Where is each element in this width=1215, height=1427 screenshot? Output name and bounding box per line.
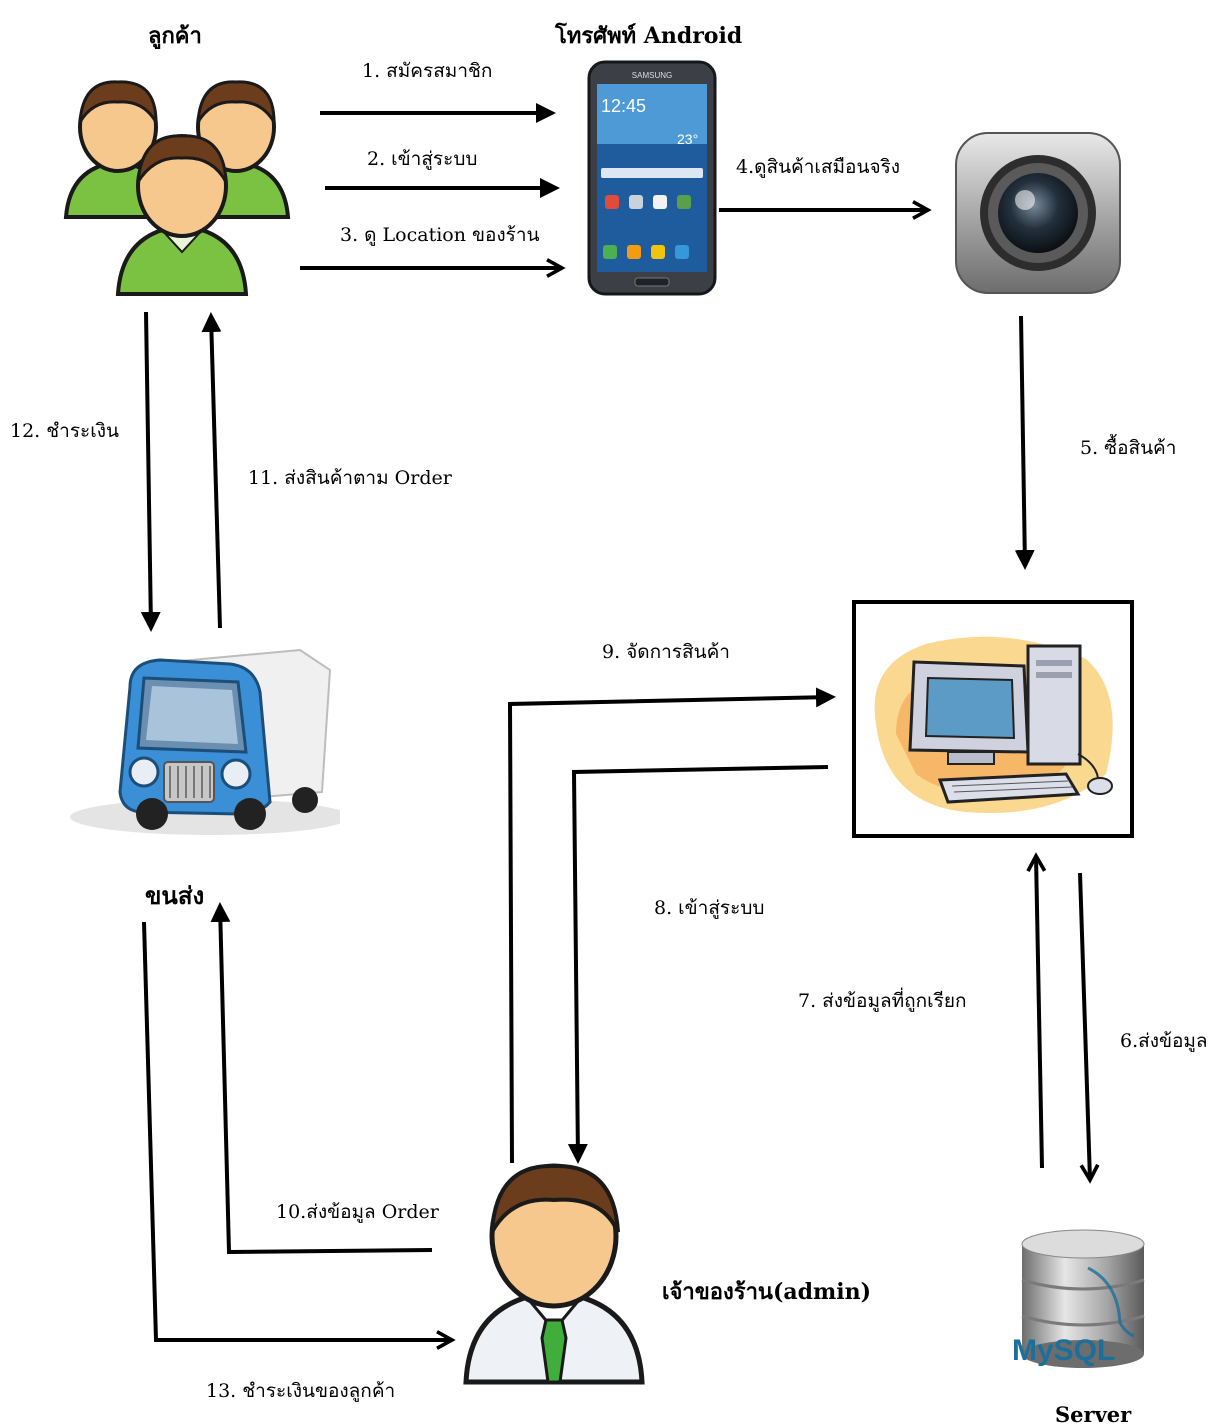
edge-6-label: 6.ส่งข้อมูล [1120,1030,1208,1052]
customer-group-icon [63,80,291,296]
edge-1-label: 1. สมัครสมาชิก [362,60,493,82]
edge-12-label: 12. ชำระเงิน [10,420,119,442]
phone-brand-text: SAMSUNG [632,71,672,80]
phone-title: โทรศัพท์ Android [555,23,743,49]
mysql-database-icon: MySQL [1012,1229,1145,1368]
edge-10-label: 10.ส่งข้อมูล Order [276,1201,439,1223]
edge-9-label: 9. จัดการสินค้า [602,641,730,663]
edge-3-label: 3. ดู Location ของร้าน [340,224,540,246]
server-title: Server [1055,1402,1132,1427]
customer-title: ลูกค้า [148,23,202,49]
edge-5-label: 5. ซื้อสินค้า [1080,437,1177,459]
edge-12-arrow [140,311,161,632]
admin-title: เจ้าของร้าน(admin) [662,1279,872,1305]
edge-13-arrow [142,921,452,1340]
mysql-logo-text: MySQL [1012,1334,1115,1367]
edge-7-label: 7. ส่งข้อมูลที่ถูกเรียก [798,990,967,1012]
phone-weather-text: 23° [677,131,698,147]
delivery-truck-icon [70,648,340,835]
edge-10-arrow [210,902,433,1255]
computer-node [852,600,1134,838]
android-phone-icon: SAMSUNG 12:45 23° [587,60,717,296]
delivery-title: ขนส่ง [145,881,205,910]
edge-2-label: 2. เข้าสู่ระบบ [367,148,478,170]
phone-node: SAMSUNG 12:45 23° [587,60,717,296]
camera-icon [955,132,1121,294]
computer-icon [874,636,1113,813]
customer-node [58,72,303,297]
edge-4-label: 4.ดูสินค้าเสมือนจริง [736,156,901,178]
edge-13-label: 13. ชำระเงินของลูกค้า [206,1380,396,1402]
edge-7-arrow [1036,856,1042,1169]
edge-8-arrow [567,765,829,1164]
camera-node [953,130,1123,296]
edge-9-arrow [507,687,836,1164]
server-node: MySQL [1008,1228,1158,1378]
phone-clock-text: 12:45 [601,96,646,116]
edge-5-arrow [1014,315,1035,570]
admin-node [462,1160,646,1385]
edge-11-arrow [201,312,222,629]
edge-6-arrow [1078,872,1090,1180]
delivery-node [60,642,340,842]
admin-person-icon [463,1163,645,1385]
edge-8-label: 8. เข้าสู่ระบบ [654,897,765,919]
edge-11-label: 11. ส่งสินค้าตาม Order [248,467,452,489]
